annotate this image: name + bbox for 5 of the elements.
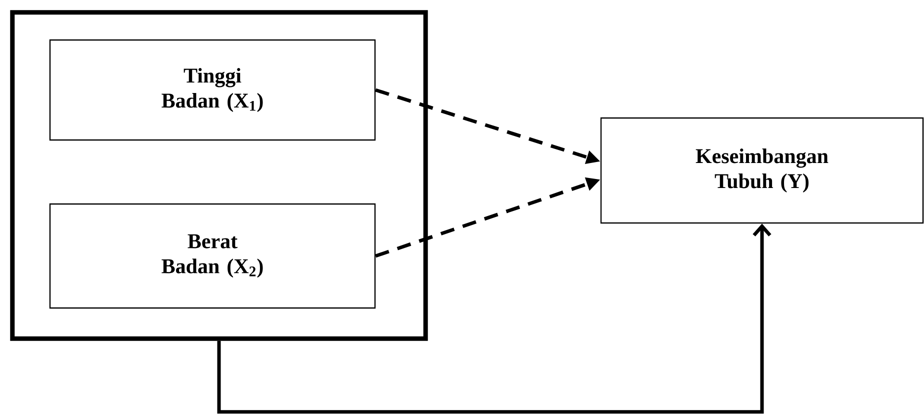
variable-box: Keseimbangan Tubuh (Y) — [600, 117, 924, 224]
variable-box: Berat Badan (X$_{2}$) — [49, 203, 376, 309]
group-box — [10, 10, 428, 341]
variable-box: Tinggi Badan (X$_{1}$) — [49, 39, 376, 141]
arrow — [217, 224, 772, 414]
